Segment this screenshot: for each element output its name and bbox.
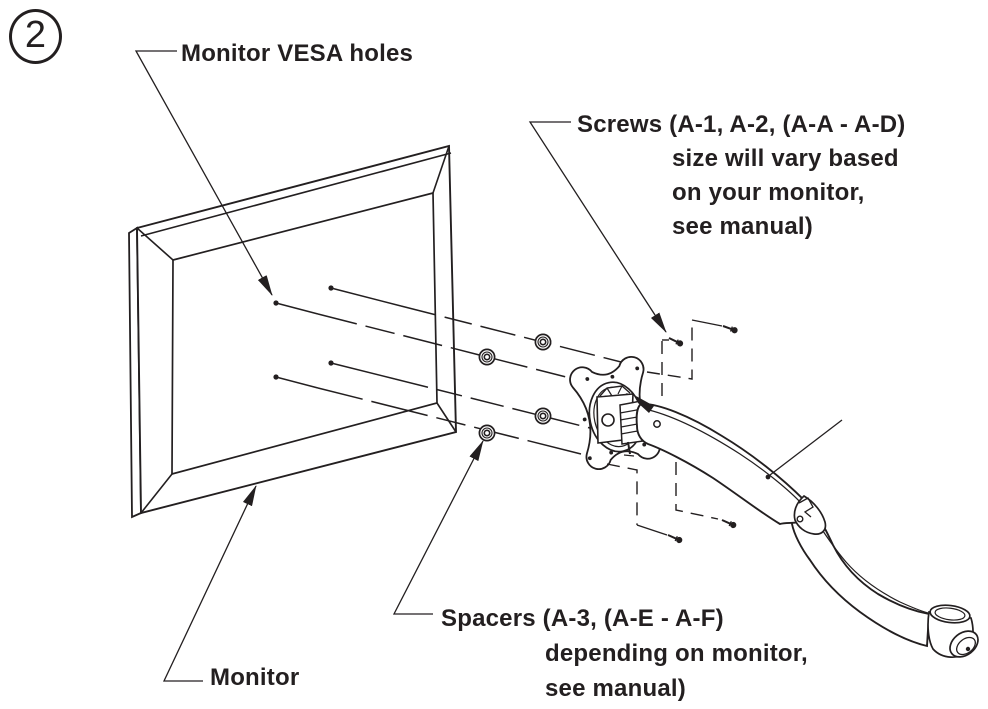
screw — [666, 334, 686, 349]
guide-dash — [606, 463, 638, 525]
spacer-washer — [534, 407, 552, 425]
bevel-miter-tl — [136, 227, 174, 261]
step-number: 2 — [24, 14, 47, 56]
bracket-tab-fold — [617, 385, 623, 395]
label-spacers: Spacers (A-3, (A-E - A-F) depending on m… — [441, 605, 808, 702]
label-screws: Screws (A-1, A-2, (A-A - A-D) size will … — [577, 111, 906, 240]
alignment-axis — [394, 378, 591, 429]
spacers-leader — [392, 440, 484, 615]
monitor-top-edge-line — [140, 152, 452, 237]
spacer-washers — [478, 333, 552, 442]
vesa-plate — [569, 355, 661, 471]
alignment-axis — [330, 287, 402, 307]
label-monitor-vesa-holes: Monitor VESA holes — [181, 40, 414, 67]
monitor-leader — [162, 485, 257, 682]
tension-screw — [627, 441, 631, 455]
arm-pivot — [653, 420, 661, 428]
bevel-miter-bl — [140, 473, 173, 514]
alignment-axis — [275, 302, 319, 315]
tension-screw-cap — [623, 454, 635, 457]
alignment-axis — [275, 376, 319, 389]
arm-forearm-accent-line — [648, 409, 803, 505]
arm-lower-accent-line — [811, 513, 929, 614]
bracket-hole — [601, 413, 615, 427]
arm-mount-wedge — [636, 396, 654, 413]
guide-dash — [675, 462, 719, 520]
arm-elbow-cap — [793, 494, 827, 535]
elbow-pivot — [796, 515, 804, 523]
arm-end-joint-top-inner — [934, 607, 966, 621]
screws-leader — [528, 121, 667, 333]
arm-end-joint-top — [929, 604, 971, 624]
spacer-washer — [478, 424, 496, 442]
alignment-axis — [317, 387, 582, 455]
bevel-miter-tr — [432, 145, 450, 194]
leader-lines — [134, 50, 843, 682]
label-monitor: Monitor — [210, 664, 300, 691]
arm-end-joint-dot — [965, 646, 971, 652]
alignment-axis — [400, 305, 626, 364]
monitor-arm — [635, 396, 979, 658]
guide-stub — [691, 319, 723, 327]
screw-guide-paths — [606, 319, 723, 536]
arm-leader — [769, 419, 843, 476]
monitor-back — [128, 144, 457, 519]
spacer-washer — [534, 333, 552, 351]
arm-end-joint-disc-inner — [956, 636, 976, 656]
screw — [720, 322, 740, 336]
arm-pointer-dot — [765, 474, 771, 480]
bracket-tab-fold — [606, 387, 613, 397]
bevel-miter-br — [436, 402, 457, 433]
alignment-axis — [330, 362, 396, 380]
alignment-axes — [275, 287, 626, 455]
monitor-back-panel — [136, 144, 457, 515]
guide-dash — [646, 321, 693, 380]
arm-forearm-segment — [635, 403, 813, 526]
spacer-washer — [478, 348, 496, 366]
guide-stub — [636, 524, 668, 536]
step-number-badge: 2 — [9, 9, 62, 64]
screw — [665, 531, 685, 546]
vesa-holes-leader — [134, 50, 273, 296]
elbow-notch — [798, 497, 814, 518]
screw — [719, 516, 739, 531]
